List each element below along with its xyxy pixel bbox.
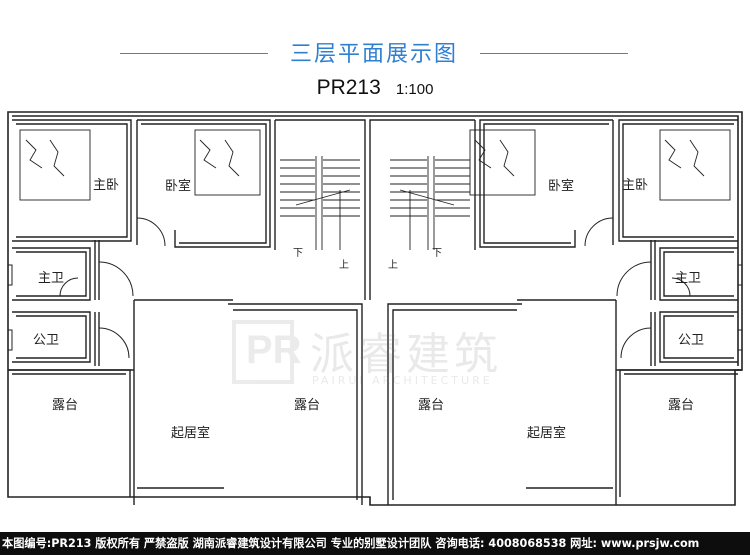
header: 三层平面展示图 PR213 1:100	[0, 0, 750, 110]
page-title: 三层平面展示图	[289, 42, 458, 67]
stair-up-right: 上	[388, 259, 398, 271]
label-living-left: 起居室	[171, 425, 210, 441]
label-living-right: 起居室	[527, 425, 566, 441]
stair-down-right: 下	[432, 248, 442, 259]
stair-up-left: 上	[339, 259, 349, 271]
plan-code: PR213	[316, 76, 381, 99]
label-public-bath-left: 公卫	[33, 333, 59, 348]
left-unit-walls	[8, 119, 366, 505]
watermark-name: 派睿建筑	[310, 329, 502, 380]
doors	[59, 217, 691, 359]
footer-banner: 本图编号:PR213 版权所有 严禁盗版 湖南派睿建筑设计有限公司 专业的别墅设…	[0, 532, 750, 555]
title-rule-left	[120, 53, 268, 54]
watermark-logo: PR	[232, 320, 302, 384]
watermark: PR 派睿建筑 PAIRUI ARCHITECTURE	[232, 318, 522, 392]
label-master-bedroom-left: 主卧	[93, 178, 119, 193]
plan-scale: 1:100	[395, 81, 434, 98]
title-rule-right	[480, 53, 628, 54]
floor-plan: 主卧 卧室 卧室 主卧 主卫 主卫 公卫 公卫 露台 露台 露台 露台 起居室 …	[7, 111, 743, 506]
label-bedroom-left: 卧室	[165, 178, 191, 194]
label-terrace-3: 露台	[418, 398, 444, 413]
watermark-english: PAIRUI ARCHITECTURE	[312, 374, 493, 387]
stair-left	[280, 156, 360, 250]
label-master-bath-left: 主卫	[38, 271, 64, 286]
stair-right	[390, 156, 470, 250]
label-master-bath-right: 主卫	[675, 271, 701, 286]
label-terrace-1: 露台	[52, 398, 78, 413]
label-public-bath-right: 公卫	[678, 333, 704, 348]
stair-down-left: 下	[293, 248, 303, 259]
windows	[8, 111, 742, 351]
footer-text: 本图编号:PR213 版权所有 严禁盗版 湖南派睿建筑设计有限公司 专业的别墅设…	[2, 537, 700, 550]
label-bedroom-right: 卧室	[548, 178, 574, 194]
label-master-bedroom-right: 主卧	[622, 178, 648, 193]
outer-walls	[7, 111, 743, 506]
label-terrace-2: 露台	[294, 398, 320, 413]
room-labels: 主卧 卧室 卧室 主卧 主卫 主卫 公卫 公卫 露台 露台 露台 露台 起居室 …	[33, 178, 704, 441]
right-unit-walls	[369, 119, 742, 505]
plan-code-row: PR213 1:100	[0, 76, 750, 100]
bed-icons	[19, 129, 731, 201]
label-terrace-4: 露台	[668, 398, 694, 413]
title-row: 三层平面展示图	[0, 36, 750, 70]
